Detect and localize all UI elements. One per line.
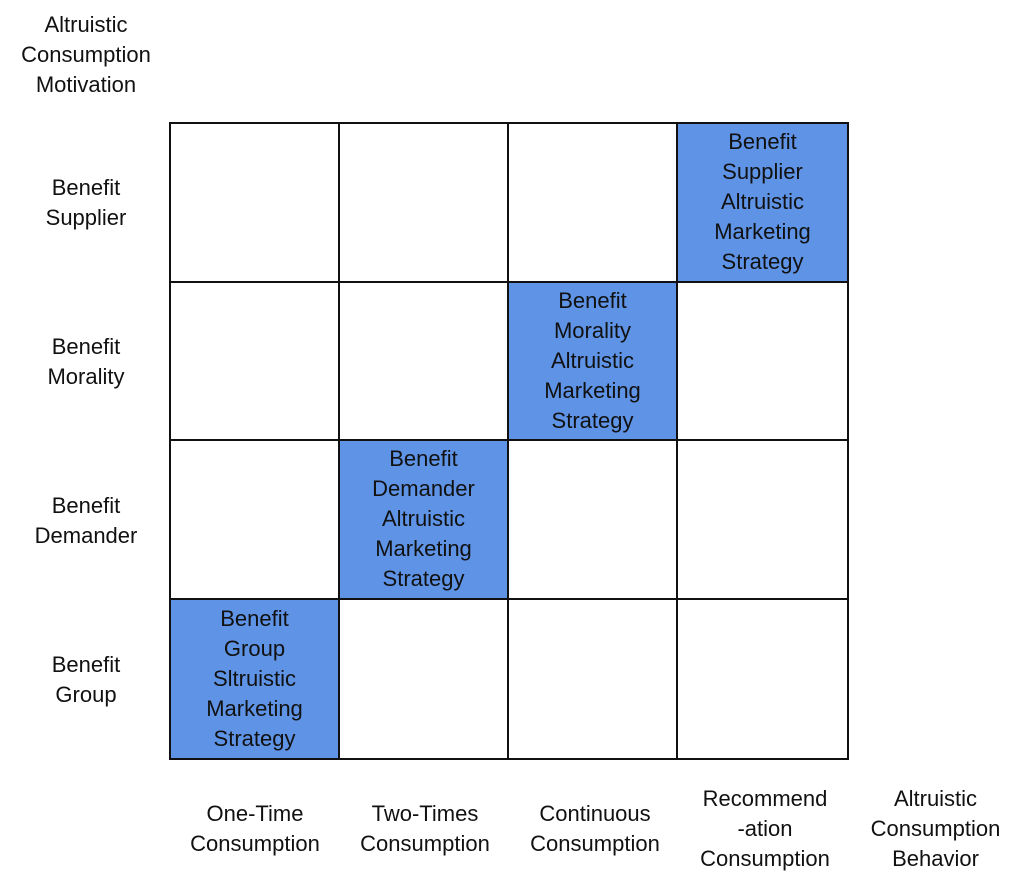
row-label-group: Benefit Group: [51, 652, 121, 707]
matrix-cell: [678, 441, 847, 600]
matrix-cell: [678, 599, 847, 758]
matrix-cell: [171, 124, 340, 283]
matrix-cell: [340, 282, 509, 441]
group-strategy-cell: Benefit Group Sltruistic Marketing Strat…: [171, 599, 340, 758]
row-label-supplier: Benefit Supplier: [45, 175, 127, 230]
matrix-cell: [171, 282, 340, 441]
column-label-recommendation: Recommend -ation Consumption: [700, 786, 830, 871]
matrix-cell: [509, 441, 678, 600]
column-label-one-time: One-Time Consumption: [190, 801, 320, 856]
x-axis-title: Altruistic Consumption Behavior: [870, 786, 1001, 871]
matrix-cell: [171, 441, 340, 600]
strategy-matrix: Benefit Supplier Altruistic Marketing St…: [169, 122, 849, 760]
demander-strategy-cell: Benefit Demander Altruistic Marketing St…: [340, 441, 509, 600]
supplier-strategy-cell: Benefit Supplier Altruistic Marketing St…: [678, 124, 847, 283]
column-label-two-times: Two-Times Consumption: [360, 801, 490, 856]
row-label-morality: Benefit Morality: [47, 334, 125, 389]
matrix-cell: [340, 599, 509, 758]
matrix-cell: [678, 282, 847, 441]
row-label-demander: Benefit Demander: [34, 493, 138, 548]
y-axis-title: Altruistic Consumption Motivation: [21, 12, 151, 97]
matrix-cell: [340, 124, 509, 283]
matrix-cell: [509, 124, 678, 283]
matrix-cell: [509, 599, 678, 758]
column-label-continuous: Continuous Consumption: [530, 801, 660, 856]
morality-strategy-cell: Benefit Morality Altruistic Marketing St…: [509, 282, 678, 441]
